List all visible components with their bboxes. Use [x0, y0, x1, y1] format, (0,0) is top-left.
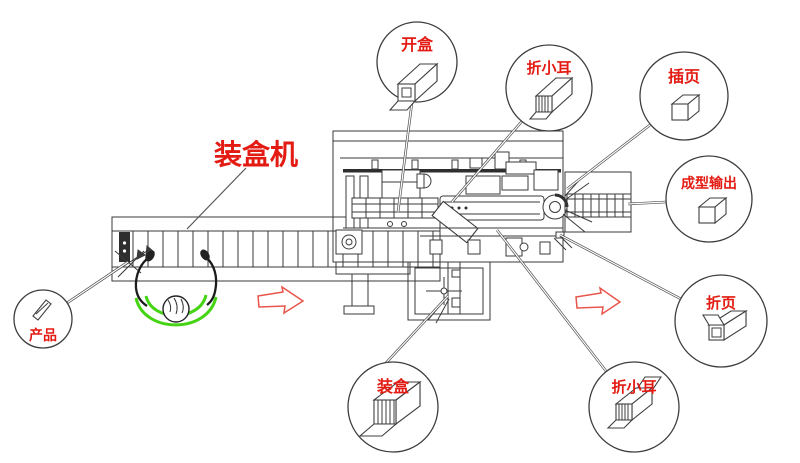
operator-hair: [167, 297, 184, 315]
loaded-carton-icon: [358, 380, 422, 437]
callout-insert-leaflet: 插页: [639, 51, 729, 141]
callout-fold-ear-top: 折小耳: [505, 44, 593, 132]
callout-fold-flap: 折页: [674, 274, 768, 368]
callout-label: 折页: [706, 294, 736, 312]
machine-body: [332, 130, 593, 263]
callout-label: 折小耳: [611, 378, 656, 396]
operator-right-hand: [200, 249, 210, 261]
machine-understructure: [335, 261, 491, 324]
operator-right-arm: [203, 255, 218, 306]
cube-carton-icon: [697, 196, 728, 225]
output-conveyor-rungs: [574, 194, 624, 217]
cube-carton-icon: [670, 93, 701, 122]
operator-left-hand: [145, 250, 155, 262]
callout-load-carton: 装盒: [347, 361, 439, 453]
open-flap-carton-icon: [702, 309, 748, 342]
fold-small-ear-flap-icon: [606, 376, 663, 429]
callout-label: 开盒: [401, 35, 434, 54]
callout-label: 产品: [29, 327, 57, 343]
forming-wheel: [542, 193, 569, 220]
output-conveyor: [553, 171, 632, 251]
callout-open-carton: 开盒: [376, 21, 458, 111]
operator-head: [162, 295, 190, 323]
callout-label: 成型输出: [681, 175, 737, 191]
flow-arrows: [257, 285, 622, 316]
product-stick-icon: [32, 299, 52, 321]
operator-left-arm: [134, 255, 151, 307]
open-carton-icon: [388, 62, 439, 111]
leader-lines: [66, 101, 682, 372]
operator-figure: [134, 249, 218, 327]
flow-arrow-right: [575, 286, 622, 316]
flow-arrow-left: [257, 285, 305, 315]
callout-fold-ear-bottom: 折小耳: [588, 361, 680, 453]
fold-small-ear-icon: [528, 76, 574, 120]
diagram-title: 装盒机: [214, 138, 298, 170]
callout-formed-output: 成型输出: [665, 155, 753, 243]
callout-label: 插页: [668, 67, 700, 86]
callout-label: 折小耳: [526, 59, 571, 77]
operator-shoulders-outer: [134, 296, 218, 327]
callout-label: 装盒: [376, 377, 410, 396]
callout-product: 产品: [13, 289, 73, 349]
